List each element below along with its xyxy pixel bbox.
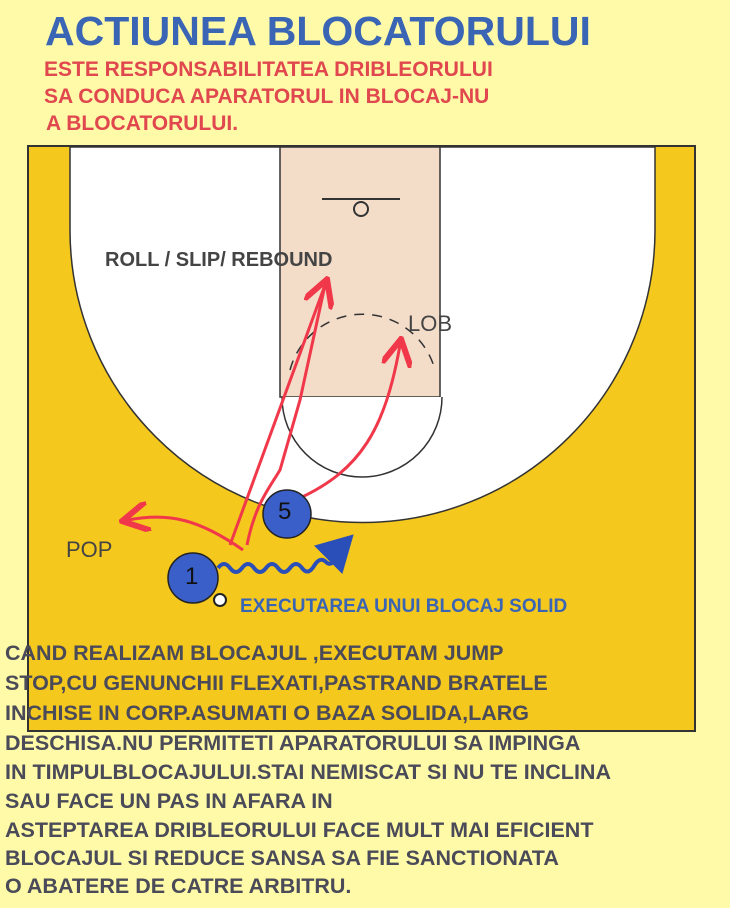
player-5: [262, 489, 312, 539]
subtitle-line: A BLOCATORULUI.: [46, 112, 239, 135]
body-text-line: CAND REALIZAM BLOCAJUL ,EXECUTAM JUMP: [5, 641, 504, 665]
body-text-line: DESCHISA.NU PERMITETI APARATORULUI SA IM…: [5, 731, 581, 755]
lob-label: LOB: [408, 311, 453, 336]
defender-marker: [213, 593, 227, 607]
pop-arrow: [128, 517, 244, 552]
player-1-label: 1: [185, 563, 199, 590]
body-text-line: IN TIMPULBLOCAJULUI.STAI NEMISCAT SI NU …: [5, 760, 611, 784]
lob-arrow: [299, 345, 400, 500]
roll-label: ROLL / SLIP/ REBOUND: [105, 249, 333, 271]
body-text-line: INCHISE IN CORP.ASUMATI O BAZA SOLIDA,LA…: [5, 701, 529, 725]
pop-label: POP: [66, 537, 113, 562]
subtitle-line: SA CONDUCA APARATORUL IN BLOCAJ-NU: [44, 85, 490, 108]
screen-label: EXECUTAREA UNUI BLOCAJ SOLID: [240, 596, 568, 617]
body-text-line: BLOCAJUL SI REDUCE SANSA SA FIE SANCTION…: [5, 846, 559, 870]
dribble-arrow: [216, 534, 354, 574]
screen-cut-arrow: [245, 284, 327, 546]
body-text-line: STOP,CU GENUNCHII FLEXATI,PASTRAND BRATE…: [5, 671, 548, 695]
body-text-line: O ABATERE DE CATRE ARBITRU.: [5, 874, 352, 898]
lane: [279, 146, 441, 398]
basket: [353, 201, 369, 217]
subtitle-line: ESTE RESPONSABILITATEA DRIBLEORULUI: [44, 58, 493, 81]
body-text-line: SAU FACE UN PAS IN AFARA IN: [5, 789, 333, 813]
player-5-label: 5: [278, 498, 292, 525]
restricted-arc: [289, 313, 436, 371]
player-1: [167, 552, 219, 604]
page-title: ACTIUNEA BLOCATORULUI: [45, 8, 591, 54]
body-text-line: ASTEPTAREA DRIBLEORULUI FACE MULT MAI EF…: [5, 818, 594, 842]
roll-arrow: [228, 285, 325, 546]
